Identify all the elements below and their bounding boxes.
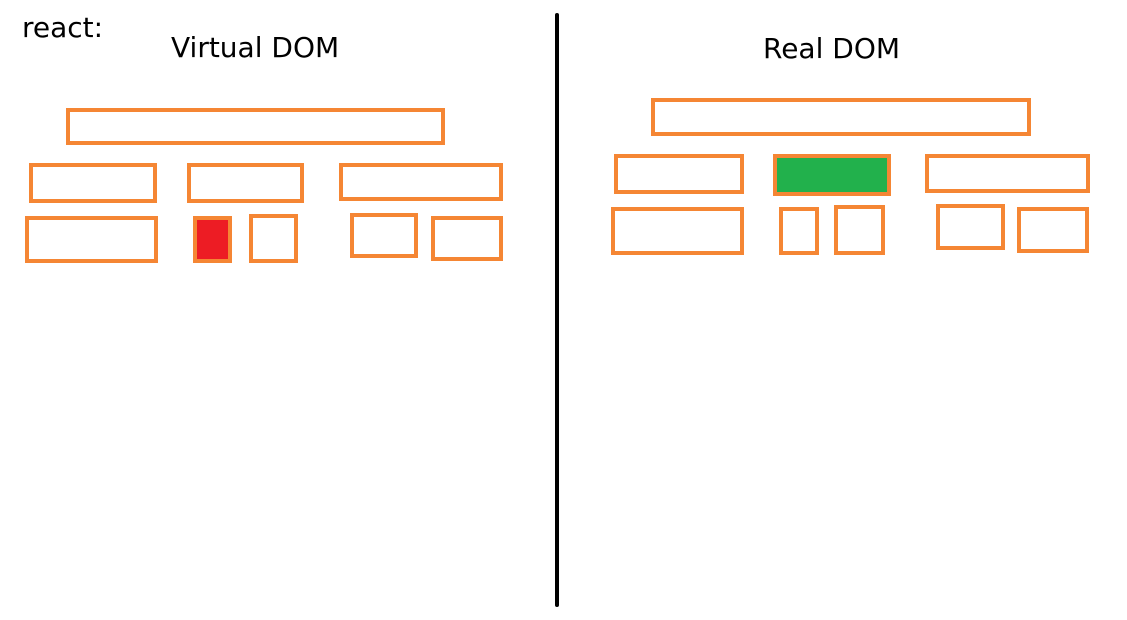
vdom-level1-node: [29, 163, 157, 203]
virtual-dom-title: Virtual DOM: [171, 31, 340, 64]
real-dom-title: Real DOM: [763, 32, 901, 65]
vdom-level2-node: [350, 213, 418, 258]
rdom-level2-node: [834, 205, 885, 255]
vdom-changed-node: [193, 216, 232, 263]
vdom-level2-node: [431, 216, 503, 261]
rdom-level1-node: [614, 154, 744, 194]
rdom-level2-node: [1017, 207, 1089, 253]
react-label: react:: [22, 11, 104, 44]
vdom-root-node: [66, 108, 445, 145]
rdom-updated-node: [773, 154, 891, 196]
vdom-level1-node: [187, 163, 304, 203]
divider-line: [555, 13, 559, 607]
rdom-level2-node: [779, 207, 819, 255]
vdom-level1-node: [339, 163, 503, 201]
rdom-level2-node: [936, 204, 1005, 250]
vdom-level2-node: [25, 216, 158, 263]
rdom-level2-node: [611, 207, 744, 255]
rdom-root-node: [651, 98, 1031, 136]
rdom-level1-node: [925, 154, 1090, 193]
vdom-level2-node: [249, 214, 298, 263]
